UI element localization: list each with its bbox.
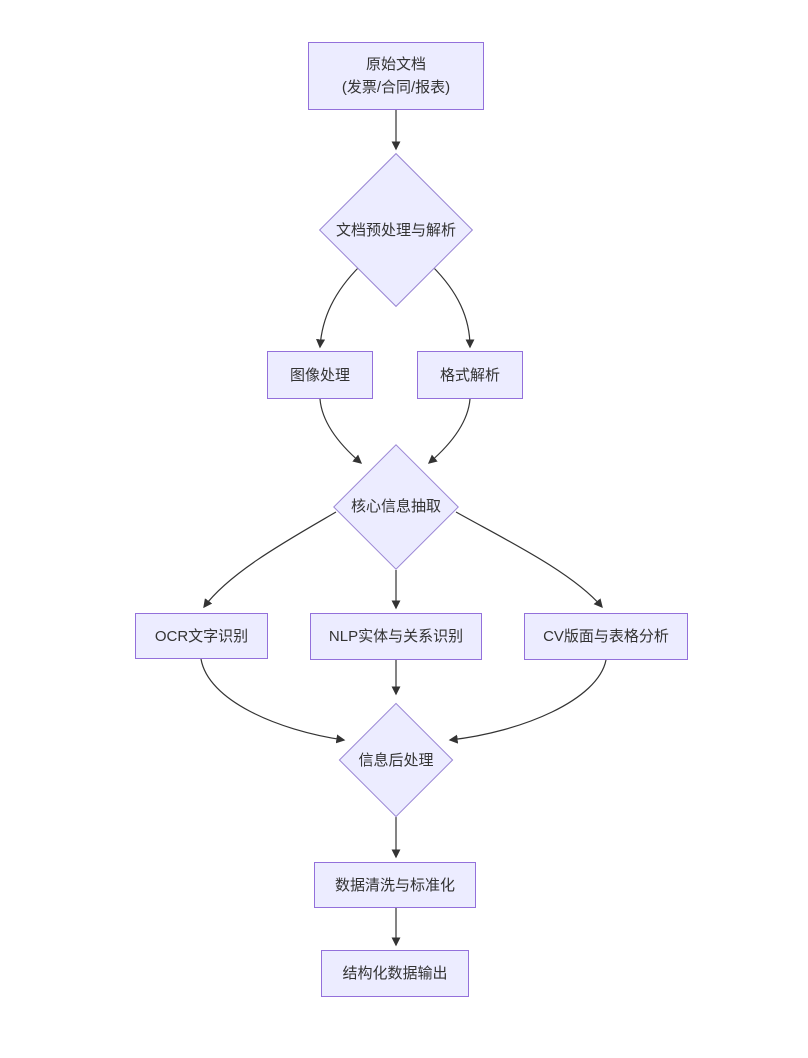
- edge-extraction-to-cv: [455, 511, 603, 609]
- edge-image-to-extraction: [319, 398, 363, 464]
- node-cleaning: 数据清洗与标准化: [314, 862, 476, 908]
- node-image-processing: 图像处理: [267, 351, 373, 399]
- node-nlp-label: NLP实体与关系识别: [328, 628, 464, 645]
- edge-preprocess-to-format: [431, 265, 475, 349]
- node-format-parsing: 格式解析: [417, 351, 523, 399]
- edge-ocr-to-postprocess: [200, 658, 346, 744]
- node-cleaning-label: 数据清洗与标准化: [334, 876, 455, 894]
- node-structured-output-label: 结构化数据输出: [342, 965, 448, 982]
- edge-format-to-extraction: [427, 398, 471, 464]
- node-format-parsing-label: 格式解析: [439, 366, 500, 384]
- node-ocr: OCR文字识别: [135, 613, 268, 659]
- node-preprocess: 文档预处理与解析: [318, 152, 474, 308]
- node-postprocess-label: 信息后处理: [358, 751, 434, 769]
- node-ocr-label: OCR文字识别: [154, 627, 249, 645]
- edge-cv-to-postprocess: [448, 659, 607, 744]
- node-cv-label: CV版面与表格分析: [543, 628, 669, 645]
- node-image-processing-label: 图像处理: [289, 366, 350, 384]
- node-cv: CV版面与表格分析: [524, 613, 688, 660]
- node-core-extraction-label: 核心信息抽取: [350, 498, 441, 515]
- node-preprocess-label: 文档预处理与解析: [335, 221, 456, 239]
- node-raw-docs-line1: 原始文档: [365, 56, 426, 73]
- node-structured-output: 结构化数据输出: [321, 950, 469, 997]
- edge-preprocess-to-image: [316, 265, 361, 349]
- node-postprocess: 信息后处理: [338, 702, 454, 818]
- edge-extraction-to-ocr: [203, 511, 337, 609]
- node-raw-docs-label: 原始文档 (发票/合同/报表): [342, 53, 450, 99]
- node-nlp: NLP实体与关系识别: [310, 613, 482, 660]
- node-raw-docs-line2: (发票/合同/报表): [341, 79, 451, 96]
- node-raw-docs: 原始文档 (发票/合同/报表): [308, 42, 484, 110]
- node-core-extraction: 核心信息抽取: [333, 443, 459, 570]
